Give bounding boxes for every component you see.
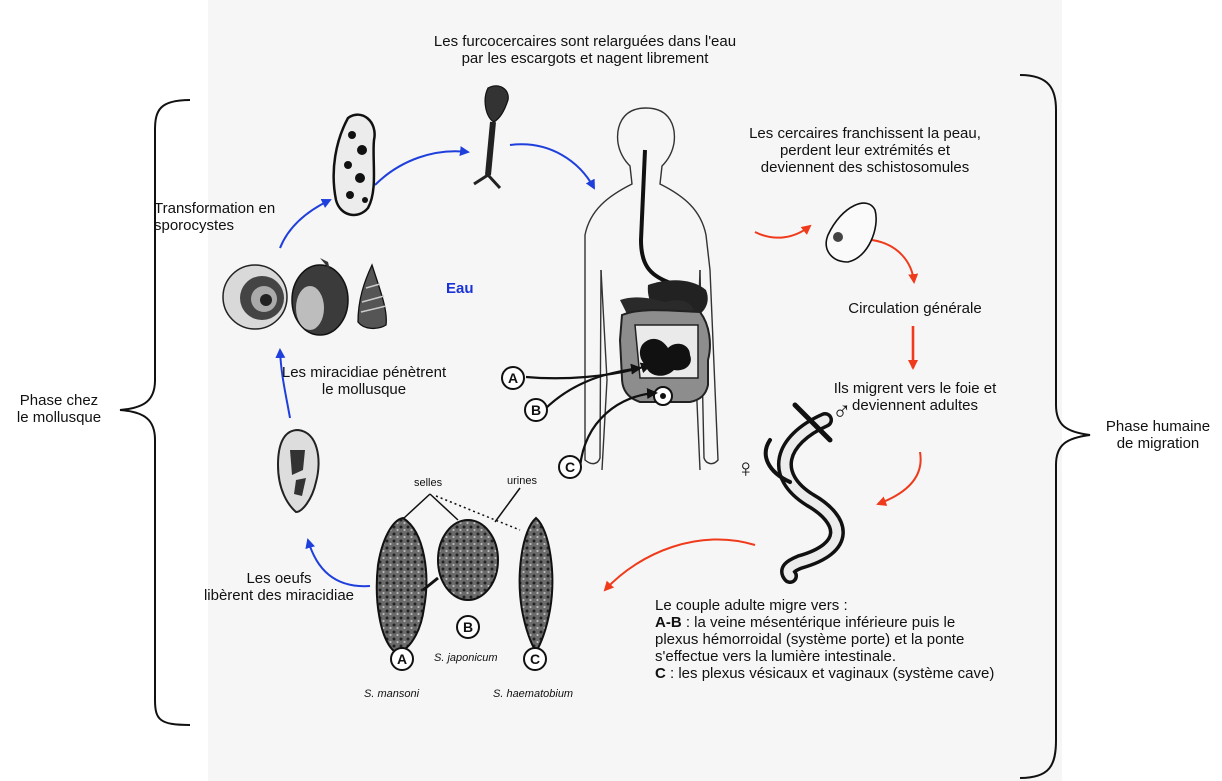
- left-phase-label: Phase chez le mollusque: [0, 392, 118, 426]
- furcocercaires-label: Les furcocercaires sont relarguées dans …: [410, 33, 760, 67]
- red-arrow-to-circulation: [872, 240, 914, 282]
- urines-line: [495, 488, 520, 522]
- marker-a-body: A: [501, 366, 525, 390]
- marker-c-egg: C: [523, 647, 547, 671]
- snail-oncomelania: [358, 265, 386, 328]
- marker-b-egg: B: [456, 615, 480, 639]
- snail-planorbid: [223, 265, 287, 329]
- red-arrow-adults-to-eggs: [605, 539, 755, 590]
- marker-a-egg: A: [390, 647, 414, 671]
- selles-line: [404, 494, 458, 520]
- couple-ab-line: A-B : la veine mésentérique inférieure p…: [655, 614, 1055, 631]
- blue-arrow-cercaria-to-human: [510, 144, 594, 188]
- female-symbol: ♀: [736, 455, 756, 481]
- oeufs-label: Les oeufs libèrent des miracidiae: [188, 570, 370, 604]
- species-japonicum: S. japonicum: [434, 652, 498, 665]
- cercaires-label: Les cercaires franchissent la peau, perd…: [720, 125, 1010, 176]
- egg-mansoni: [377, 518, 438, 652]
- digestive-tract: [620, 150, 710, 405]
- urines-label: urines: [507, 475, 537, 488]
- couple-c-line: C : les plexus vésicaux et vaginaux (sys…: [655, 665, 1055, 682]
- selles-label: selles: [414, 477, 442, 490]
- couple-description: Le couple adulte migre vers : A-B : la v…: [655, 597, 1055, 682]
- sporocystes-label: Transformation en sporocystes: [154, 200, 324, 234]
- schistosomule-figure: [826, 203, 876, 262]
- marker-b-body: B: [524, 398, 548, 422]
- egg-japonicum: [438, 520, 498, 600]
- left-brace: [120, 100, 190, 725]
- male-symbol: ♂: [832, 398, 852, 424]
- arrow-c: [580, 393, 656, 467]
- marker-c-body: C: [558, 455, 582, 479]
- miracidium-figure: [278, 430, 319, 512]
- water-label: Eau: [446, 280, 506, 297]
- snail-bulinid: [292, 258, 348, 335]
- circulation-label: Circulation générale: [830, 300, 1000, 317]
- right-phase-label: Phase humaine de migration: [1098, 418, 1218, 452]
- red-arrow-to-adults: [878, 452, 921, 504]
- egg-haematobium: [520, 518, 553, 662]
- blue-arrow-sporocyst-to-cercaria: [375, 151, 468, 185]
- cercaria-figure: [474, 86, 508, 188]
- sporocyst-figure: [334, 115, 375, 215]
- red-arrow-skin-to-schistosomule: [755, 226, 810, 238]
- miracidiae-label: Les miracidiae pénètrent le mollusque: [264, 364, 464, 398]
- species-mansoni: S. mansoni: [364, 688, 419, 701]
- adult-worms-figure: [766, 405, 837, 576]
- species-haematobium: S. haematobium: [493, 688, 573, 701]
